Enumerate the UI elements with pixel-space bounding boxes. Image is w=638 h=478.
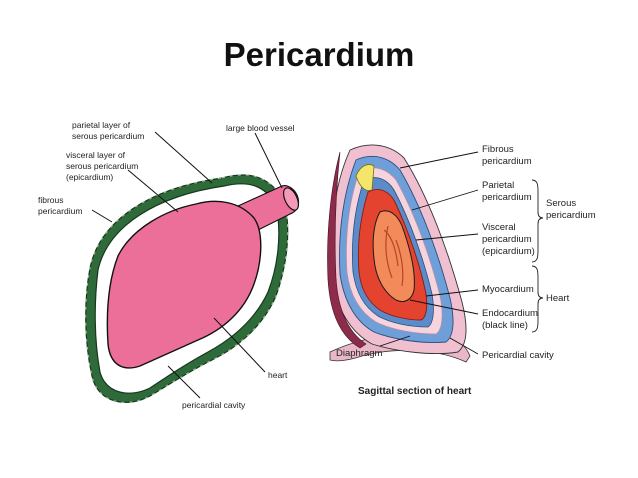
label-parietal-right-line2: pericardium: [482, 192, 532, 203]
leader-heart: [213, 317, 266, 373]
leader-parietal: [154, 131, 213, 184]
label-diaphragm: Diaphragm: [336, 348, 383, 359]
leader-myocardium: [425, 289, 479, 297]
leader-fibrous-right: [399, 151, 479, 169]
label-parietal-line2: serous pericardium: [72, 131, 144, 141]
great-vessel-top: [355, 164, 375, 191]
label-serous-line2: pericardium: [546, 210, 596, 221]
label-heart: heart: [268, 370, 288, 380]
label-endocardium-line1: Endocardium: [482, 308, 538, 319]
page-title: Pericardium: [223, 36, 415, 73]
leader-cavity-right: [449, 337, 479, 355]
heart-inner-detail: [383, 225, 404, 287]
label-visceral-line2: serous pericardium: [66, 161, 138, 171]
serous-bracket: [531, 179, 544, 263]
vessel-opening: [282, 187, 300, 211]
label-parietal-right-line1: Parietal: [482, 180, 514, 191]
leader-parietal-right: [411, 189, 479, 211]
label-visceral-right-line2: pericardium: [482, 234, 532, 245]
label-pericardial-cavity: pericardial cavity: [182, 400, 246, 410]
label-fibrous-right-line2: pericardium: [482, 156, 532, 167]
label-serous-line1: Serous: [546, 198, 576, 209]
heart-chamber: [372, 210, 415, 303]
label-myocardium: Myocardium: [482, 284, 534, 295]
label-fibrous-line2: pericardium: [38, 206, 82, 216]
leader-fibrous: [91, 209, 113, 223]
heart-shape: [106, 200, 262, 369]
leader-visceral: [127, 169, 179, 213]
label-pericardial-cavity-right: Pericardial cavity: [482, 350, 554, 361]
label-endocardium-line2: (black line): [482, 320, 528, 331]
label-large-blood-vessel: large blood vessel: [226, 123, 295, 133]
leader-endocardium: [409, 299, 479, 315]
label-visceral-right-line1: Visceral: [482, 222, 516, 233]
label-parietal-line1: parietal layer of: [72, 120, 131, 130]
label-heart-right: Heart: [546, 293, 570, 304]
label-visceral-right-line3: (epicardium): [482, 246, 535, 257]
left-pericardium-diagram: parietal layer of serous pericardium lar…: [38, 120, 300, 410]
label-fibrous-line1: fibrous: [38, 195, 64, 205]
diagram-caption: Sagittal section of heart: [358, 386, 472, 397]
leader-cavity: [167, 365, 201, 399]
leader-diaphragm: [379, 335, 411, 347]
mediastinum-band: [327, 151, 367, 349]
label-visceral-line1: visceral layer of: [66, 150, 126, 160]
label-fibrous-right-line1: Fibrous: [482, 144, 514, 155]
fibrous-texture: [85, 174, 289, 403]
heart-bracket: [531, 265, 544, 333]
leader-vessel: [254, 132, 283, 189]
right-sagittal-diagram: Fibrous pericardium Parietal pericardium…: [327, 144, 596, 397]
leader-visceral-right: [415, 233, 479, 241]
label-visceral-line3: (epicardium): [66, 172, 113, 182]
